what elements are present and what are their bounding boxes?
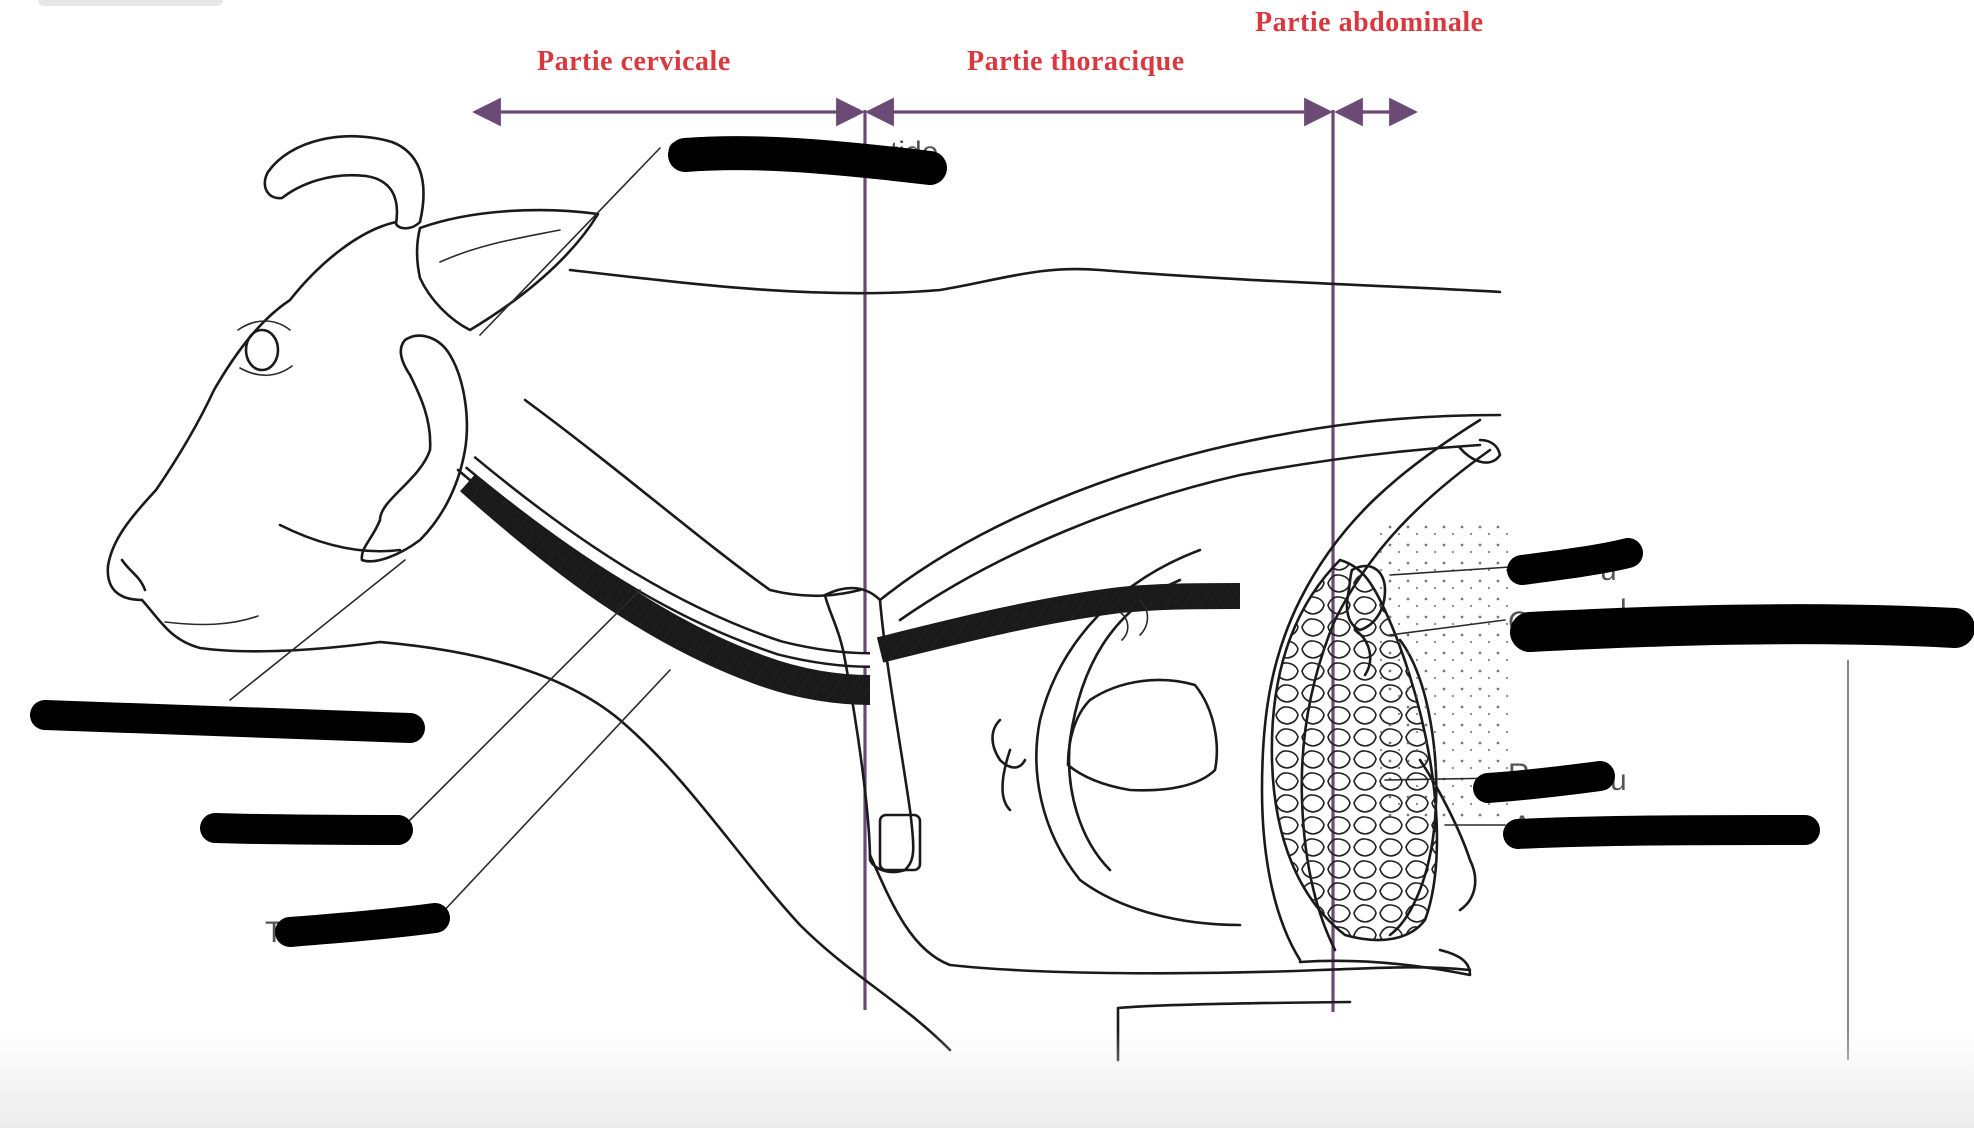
redaction-left-3 xyxy=(275,903,450,947)
leader-lines xyxy=(229,147,1511,916)
redaction-marks xyxy=(30,136,1974,947)
redaction-right-4 xyxy=(1503,815,1820,849)
redaction-right-2 xyxy=(1510,604,1974,652)
redaction-left-1 xyxy=(30,700,425,743)
region-label-abdominal: Partie abdominale xyxy=(1255,7,1484,38)
redaction-top xyxy=(668,136,947,185)
region-label-cervical: Partie cervicale xyxy=(537,46,731,77)
region-label-thoracic: Partie thoracique xyxy=(967,46,1185,77)
thoracic-structures xyxy=(823,413,1849,1062)
redaction-left-2 xyxy=(200,813,413,845)
corner-tab xyxy=(38,0,223,6)
bottom-fade xyxy=(0,1030,1974,1128)
redaction-right-1 xyxy=(1507,538,1643,585)
redaction-right-3 xyxy=(1473,761,1615,803)
goat-outline xyxy=(106,134,1502,1052)
